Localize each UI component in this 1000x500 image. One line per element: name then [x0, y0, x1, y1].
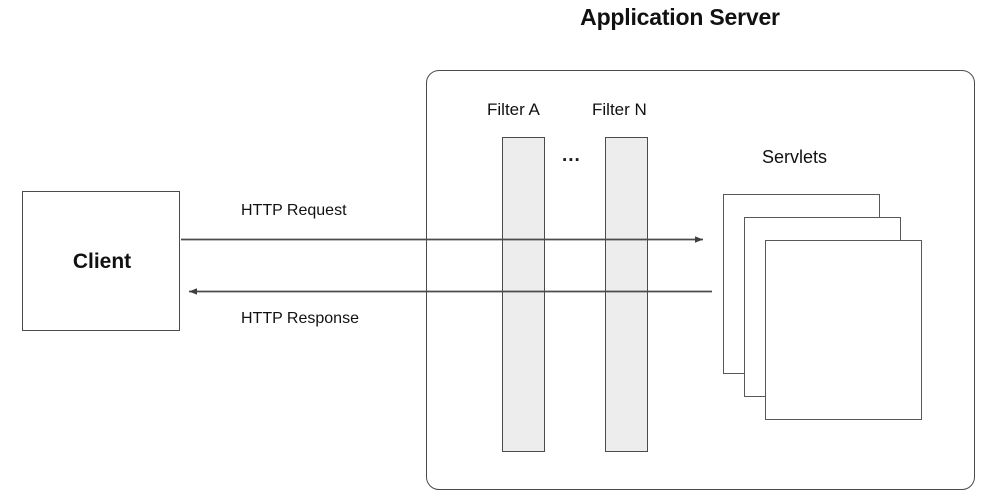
http-response-label: HTTP Response — [241, 310, 359, 327]
client-box: Client — [22, 191, 180, 331]
filter-a-label: Filter A — [487, 100, 540, 119]
http-request-label: HTTP Request — [241, 202, 347, 219]
client-label: Client — [72, 250, 132, 273]
servlets-label: Servlets — [762, 147, 828, 167]
filter-ellipsis-label: ... — [562, 145, 581, 166]
filter-n-bar — [605, 137, 648, 452]
page-title: Application Server — [580, 4, 780, 30]
filter-a-bar — [502, 137, 545, 452]
servlet-card — [765, 240, 922, 420]
filter-n-label: Filter N — [592, 100, 647, 119]
